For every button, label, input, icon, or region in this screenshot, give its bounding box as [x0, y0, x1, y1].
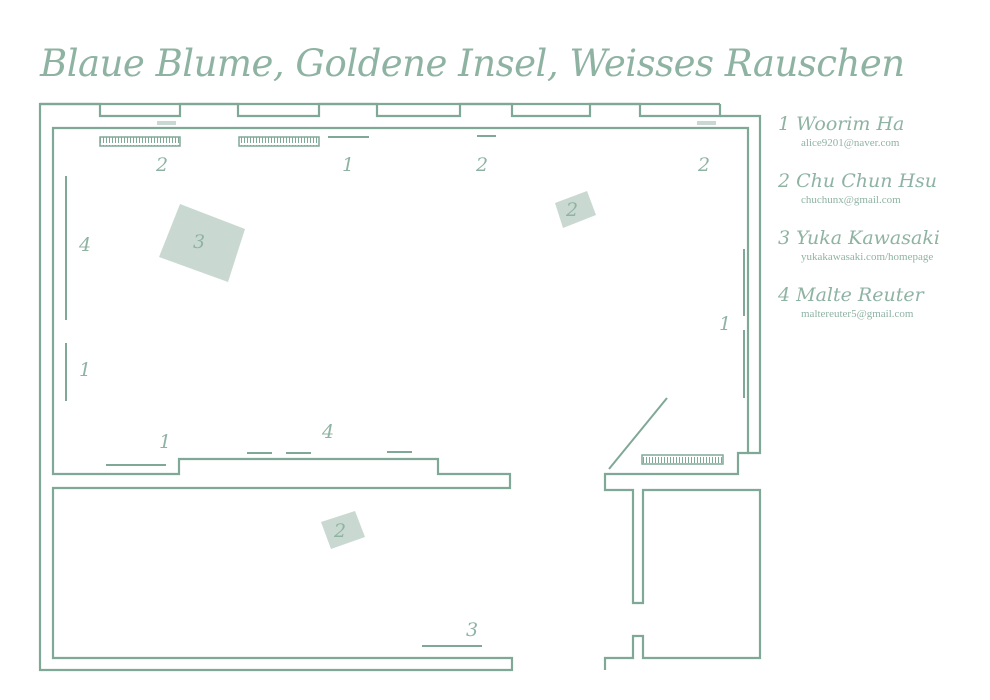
legend-item: 2 Chu Chun Hsu chuchunx@gmail.com: [778, 169, 983, 226]
floor-work-2: [555, 191, 596, 228]
plan-label: 2: [475, 154, 488, 176]
legend-number: 4: [778, 284, 791, 306]
floor-work-3: [159, 204, 245, 282]
plan-label: 2: [333, 520, 346, 542]
outer-wall: [38, 102, 762, 672]
legend-contact: yukakawasaki.com/homepage: [801, 251, 934, 263]
plan-label: 1: [79, 359, 91, 381]
plan-label: 2: [697, 154, 710, 176]
right-wall: [720, 114, 762, 455]
legend-item: 1 Woorim Ha alice9201@naver.com: [778, 112, 983, 169]
legend-contact: chuchunx@gmail.com: [801, 194, 901, 206]
plan-label: 4: [78, 234, 91, 256]
legend-artist-name: Malte Reuter: [796, 284, 924, 306]
legend-artist: 2 Chu Chun Hsu: [778, 169, 983, 193]
legend-contact: alice9201@naver.com: [801, 137, 900, 149]
legend-artist: 4 Malte Reuter: [778, 283, 983, 307]
plan-label: 4: [321, 421, 334, 443]
plan-label: 1: [342, 154, 354, 176]
wall-fixture: [697, 121, 716, 125]
plan-label: 3: [466, 619, 478, 641]
legend-artist: 3 Yuka Kawasaki: [778, 226, 983, 250]
plan-label: 1: [719, 313, 731, 335]
legend-contact: maltereuter5@gmail.com: [801, 308, 914, 320]
top-wall: [40, 102, 722, 118]
artist-legend: 1 Woorim Ha alice9201@naver.com 2 Chu Ch…: [778, 112, 983, 340]
plan-label: 1: [159, 431, 171, 453]
radiator: [641, 454, 724, 465]
floor-work-2: [321, 511, 365, 549]
page-title: Blaue Blume, Goldene Insel, Weisses Raus…: [40, 42, 905, 85]
legend-artist-name: Woorim Ha: [796, 113, 905, 135]
legend-number: 3: [778, 227, 791, 249]
wall-fixture: [157, 121, 176, 125]
legend-artist: 1 Woorim Ha: [778, 112, 983, 136]
radiator: [99, 136, 181, 147]
legend-item: 3 Yuka Kawasaki yukakawasaki.com/homepag…: [778, 226, 983, 283]
legend-item: 4 Malte Reuter maltereuter5@gmail.com: [778, 283, 983, 340]
legend-artist-name: Yuka Kawasaki: [796, 227, 940, 249]
legend-number: 1: [778, 113, 791, 135]
legend-number: 2: [778, 170, 791, 192]
diagonal-piece: [608, 397, 668, 470]
plan-label: 3: [193, 231, 205, 253]
legend-artist-name: Chu Chun Hsu: [796, 170, 938, 192]
plan-label: 2: [155, 154, 168, 176]
radiator: [238, 136, 320, 147]
plan-label: 2: [565, 199, 578, 221]
